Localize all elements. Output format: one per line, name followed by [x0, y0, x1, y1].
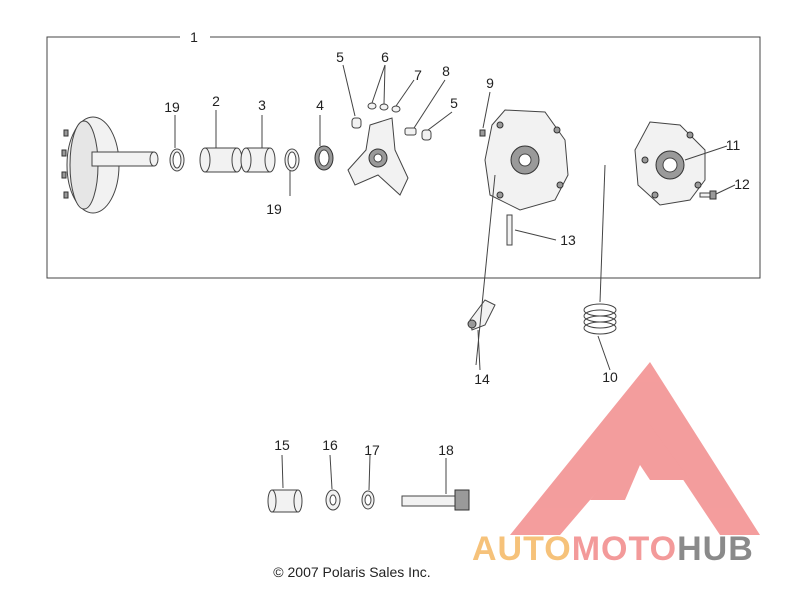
washer-16	[325, 489, 341, 511]
seal-4	[314, 145, 334, 171]
callout-11: 11	[726, 137, 741, 153]
logo-outer-triangle	[510, 362, 760, 535]
spring-10	[583, 303, 617, 335]
logo-inner-mark	[590, 425, 690, 500]
callout-9: 9	[486, 75, 494, 91]
screw-9	[479, 129, 486, 137]
washer-19b	[284, 148, 300, 172]
watermark-auto: AUTO	[472, 530, 572, 568]
callout-5b: 5	[450, 95, 458, 111]
callout-4: 4	[316, 97, 324, 113]
bushing-3	[240, 147, 276, 173]
watermark-logo	[510, 362, 760, 535]
pin-13	[506, 214, 513, 246]
watermark-moto: MOTO	[572, 530, 677, 568]
spider	[347, 117, 409, 196]
spider-hardware	[351, 102, 432, 141]
screw-12	[699, 190, 717, 200]
callout-10: 10	[602, 369, 618, 385]
watermark-hub: HUB	[677, 530, 754, 568]
copyright-text: © 2007 Polaris Sales Inc.	[273, 564, 430, 580]
callout-2: 2	[212, 93, 220, 109]
callout-15: 15	[274, 437, 290, 453]
callout-14: 14	[474, 371, 490, 387]
callout-5a: 5	[336, 49, 344, 65]
callout-17: 17	[364, 442, 380, 458]
leader-lines	[174, 64, 736, 494]
washer-17	[361, 490, 375, 510]
callout-7: 7	[414, 67, 422, 83]
callout-16: 16	[322, 437, 338, 453]
callout-19a: 19	[164, 99, 180, 115]
bolt-18	[401, 489, 470, 511]
callout-8: 8	[442, 63, 450, 79]
washer-19a	[169, 148, 185, 172]
watermark-text: AUTOMOTOHUB	[472, 530, 754, 568]
callout-1: 1	[190, 29, 198, 45]
cover-plate	[484, 109, 569, 211]
callout-6: 6	[381, 49, 389, 65]
bushing-2	[199, 147, 243, 173]
callout-labels: 1 2 3 4 5 5 6 7 8 9 10 11 12 13 14 15 16…	[164, 29, 750, 458]
assembly-frame	[46, 36, 761, 279]
moveable-sheave	[61, 116, 159, 214]
callout-18: 18	[438, 442, 454, 458]
bushing-15	[267, 489, 303, 513]
callout-12: 12	[734, 176, 750, 192]
callout-13: 13	[560, 232, 576, 248]
callout-3: 3	[258, 97, 266, 113]
spider-cover-11	[634, 121, 706, 206]
callout-19b: 19	[266, 201, 282, 217]
